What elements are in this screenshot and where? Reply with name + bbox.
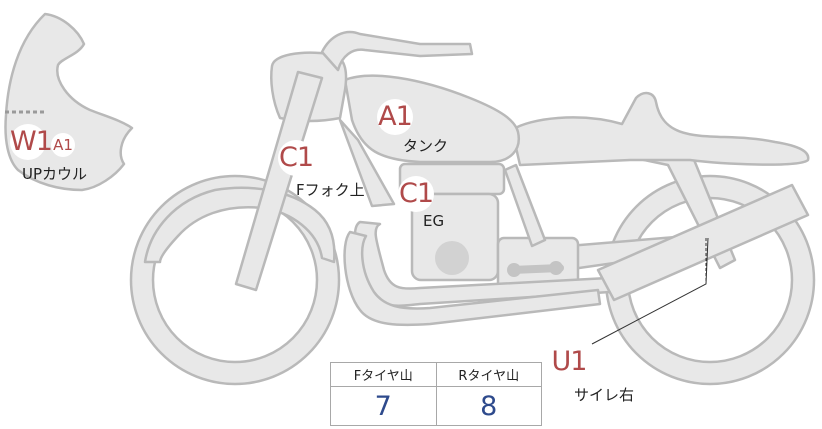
muffler-code: U1: [551, 344, 587, 380]
seat: [510, 91, 810, 167]
rear-tire-tread-value: 8: [435, 386, 542, 426]
front-fork-code: C1: [278, 140, 314, 176]
exhaust-pipe-lower: [343, 230, 602, 327]
upper-cowl-label: UPカウル: [22, 165, 88, 183]
tank-shape: [343, 74, 521, 164]
tire-tread-header-row: Fタイヤ山 Rタイヤ山: [330, 362, 542, 387]
upper-cowl-subcode: A1: [51, 133, 75, 157]
footpeg-end-right: [549, 261, 563, 275]
frame-downtube: [338, 118, 396, 208]
engine-label: EG: [423, 212, 445, 230]
front-tire-tread-header: Fタイヤ山: [330, 362, 437, 387]
front-fender: [143, 186, 336, 264]
engine-cover: [435, 241, 469, 275]
engine-lower: [410, 192, 500, 282]
front-fork: [234, 70, 324, 292]
tire-tread-table: Fタイヤ山 Rタイヤ山 7 8: [330, 362, 542, 426]
muffler-label: サイレ右: [574, 386, 635, 404]
tire-tread-value-row: 7 8: [330, 386, 542, 426]
footpeg-end-left: [507, 263, 521, 277]
tank-label: タンク: [403, 137, 449, 155]
muffler-shape: [596, 183, 810, 302]
front-tire-tread-value: 7: [330, 386, 437, 426]
upper-cowl-code: W1: [10, 124, 53, 160]
rear-tire-tread-header: Rタイヤ山: [435, 362, 542, 387]
engine-code: C1: [398, 176, 434, 212]
frame-backbone: [503, 163, 547, 248]
tank-code: A1: [377, 99, 413, 135]
front-fork-label: Fフォク上: [296, 181, 365, 199]
handlebar: [320, 30, 474, 72]
